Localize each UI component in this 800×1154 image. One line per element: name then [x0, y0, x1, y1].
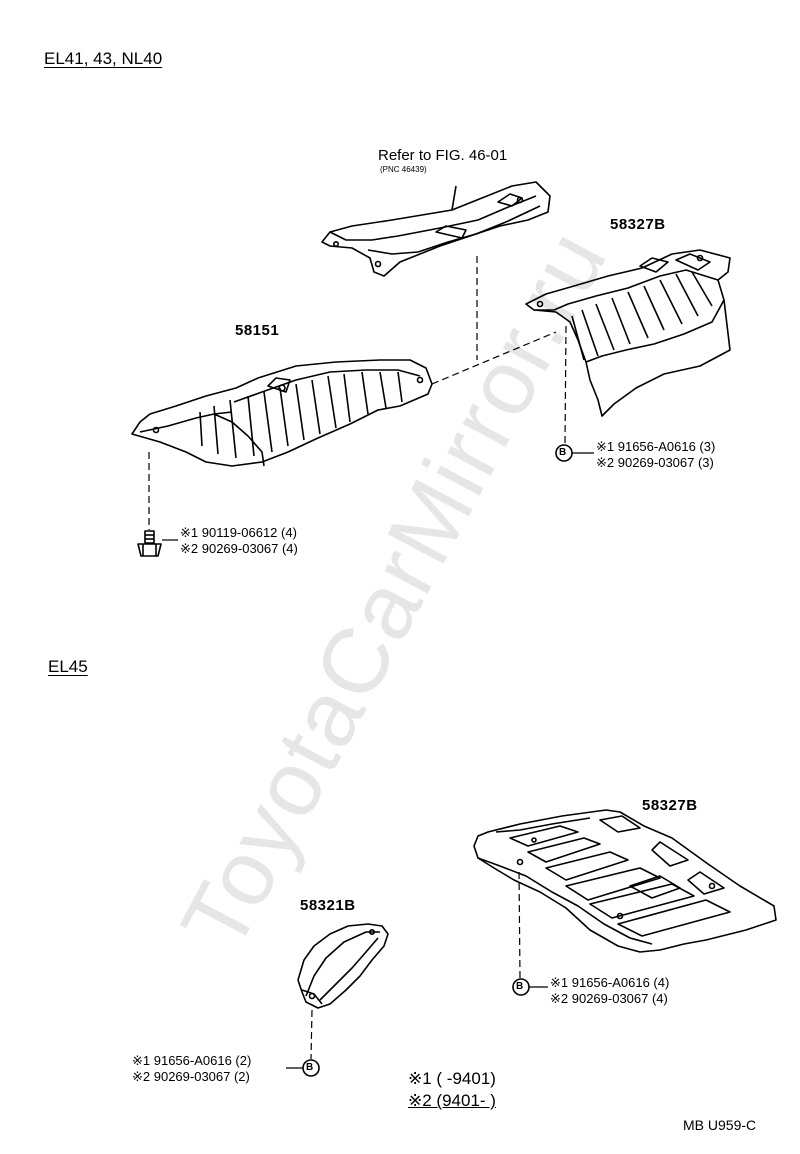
legend-line-2: ※2 (9401- ) — [408, 1091, 496, 1110]
insulator-58151-drawing — [131, 359, 433, 467]
callout-bottom-right-1: ※1 91656-A0616 (4) — [550, 975, 670, 990]
part-number-top-right: 58327B — [610, 216, 666, 233]
callout-bottom-right-2: ※2 90269-03067 (4) — [550, 991, 668, 1006]
part-number-top-left: 58151 — [235, 322, 280, 339]
insulator-58327b-bottom-drawing — [473, 809, 777, 953]
insulator-58321b-drawing — [297, 923, 389, 1009]
exhaust-insulator-drawing — [321, 181, 551, 277]
diagram-code: MB U959-C — [683, 1117, 757, 1133]
refer-note: Refer to FIG. 46-01 — [378, 147, 508, 164]
fastener-marker-bottom-right: B — [516, 981, 524, 992]
section-heading-top: EL41, 43, NL40 — [44, 49, 163, 68]
callout-top-left-1: ※1 90119-06612 (4) — [180, 525, 297, 540]
callout-top-left-2: ※2 90269-03067 (4) — [180, 541, 298, 556]
callout-bottom-left-1: ※1 91656-A0616 (2) — [132, 1053, 252, 1068]
part-number-bottom-right: 58327B — [642, 797, 698, 814]
bolt-drawing — [137, 530, 162, 557]
callout-top-right-2: ※2 90269-03067 (3) — [596, 455, 714, 470]
callout-top-right-1: ※1 91656-A0616 (3) — [596, 439, 716, 454]
legend-line-1: ※1 ( -9401) — [408, 1069, 496, 1088]
insulator-58327b-top-drawing — [525, 249, 731, 417]
fastener-marker-bottom-left: B — [306, 1062, 314, 1073]
callout-bottom-left-2: ※2 90269-03067 (2) — [132, 1069, 250, 1084]
refer-pnc: (PNC 46439) — [380, 165, 427, 174]
fastener-marker-top-right: B — [559, 447, 567, 458]
section-heading-bottom: EL45 — [48, 657, 88, 676]
part-number-bottom-left: 58321B — [300, 897, 356, 914]
